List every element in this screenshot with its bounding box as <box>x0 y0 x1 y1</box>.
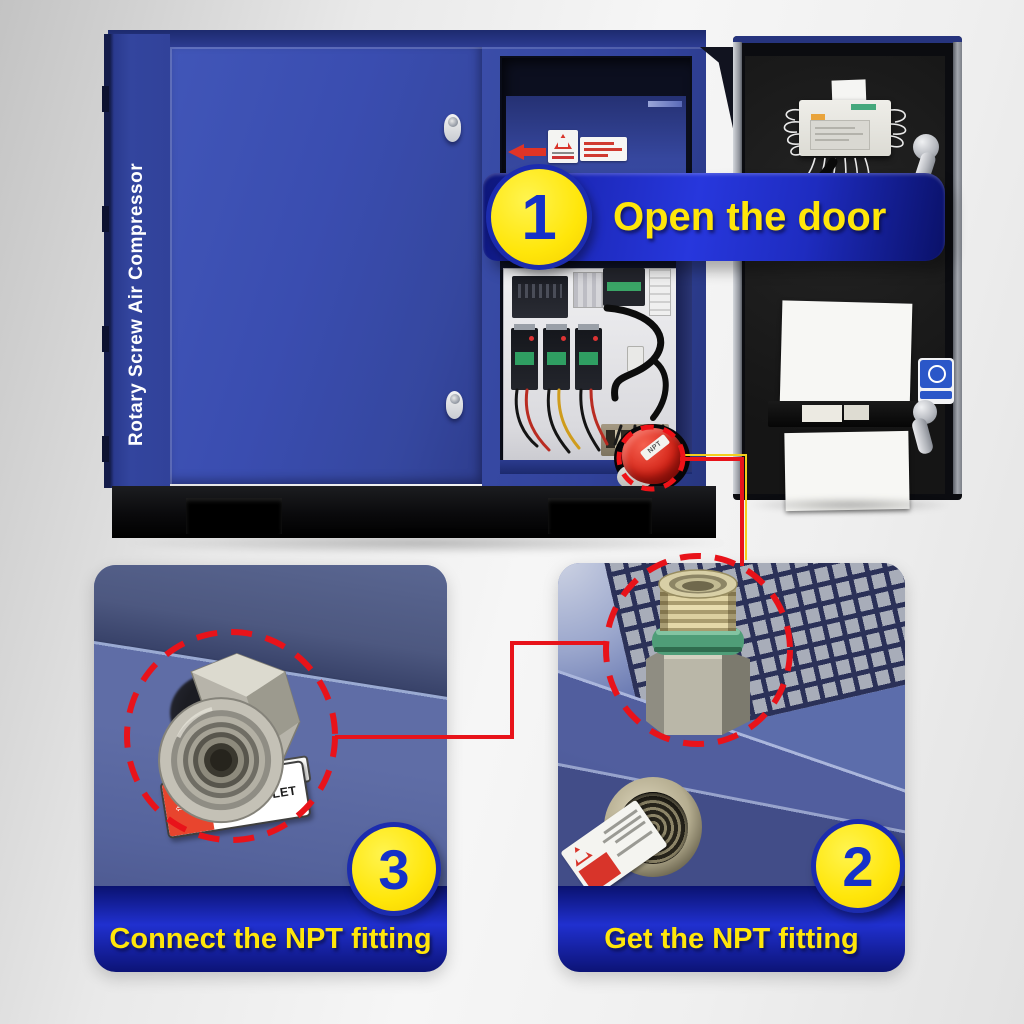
step1-label: Open the door <box>613 194 887 239</box>
step1-circle: 1 <box>486 164 592 270</box>
door-blue-label <box>918 358 954 404</box>
step2-number: 2 <box>842 834 874 898</box>
door-top-edge <box>733 36 962 43</box>
step2-circle: 2 <box>811 819 905 913</box>
warning-sticker-icon <box>548 130 578 163</box>
controller-green-strip <box>851 104 876 110</box>
hinge-icon <box>102 86 109 112</box>
door-controller <box>799 100 891 156</box>
terminal-strip <box>649 268 671 316</box>
forklift-pocket <box>186 498 282 534</box>
hinge-icon <box>102 206 109 232</box>
hinge-icon <box>102 326 109 352</box>
photo-get-fitting: Get the NPT fitting 2 <box>558 563 905 972</box>
contactor <box>511 324 538 390</box>
npt-female-fitting <box>158 652 301 824</box>
cabinet-side-panel <box>104 34 170 488</box>
controller-screen <box>810 120 870 150</box>
contactor <box>543 324 570 390</box>
door-floor-shadow <box>745 497 955 513</box>
door-paper <box>779 300 913 412</box>
relay-block <box>573 272 603 308</box>
transformer <box>512 276 568 318</box>
step3-number: 3 <box>378 837 410 901</box>
hinge-icon <box>102 436 109 462</box>
door-lock-icon <box>446 391 463 419</box>
step3-label: Connect the NPT fitting <box>109 923 432 955</box>
door-frame-edge <box>733 42 742 494</box>
npt-male-fitting <box>646 569 750 735</box>
compartment-inner-wall <box>676 200 692 472</box>
npt-cap: NPT <box>622 428 684 484</box>
step2-label: Get the NPT fitting <box>604 923 859 955</box>
door-frame-edge <box>953 42 962 494</box>
npt-cap-label: NPT <box>639 433 671 462</box>
step3-circle: 3 <box>347 822 441 916</box>
contactor <box>575 324 602 390</box>
cabinet-front-door <box>170 47 482 484</box>
door-lock-icon <box>444 114 461 142</box>
door-strap <box>768 401 920 427</box>
step1-number: 1 <box>521 181 557 253</box>
contactor-block <box>603 268 645 306</box>
door-inner-panel <box>745 56 954 512</box>
forklift-pocket <box>548 498 652 534</box>
cabinet-open-door <box>733 36 962 512</box>
floor-shadow <box>118 532 734 554</box>
left-arrow-icon <box>508 144 548 160</box>
hinge-rod-glint <box>648 101 682 107</box>
controller-orange-chip <box>811 114 825 123</box>
spec-sticker <box>580 137 627 161</box>
photo-connect-fitting: installed ⇦•⇨ AIR OUTLET <box>94 565 447 972</box>
compressor-photo: Rotary Screw Air Compressor <box>102 30 962 554</box>
side-panel-label: Rotary Screw Air Compressor <box>126 162 147 446</box>
cabinet-top-edge <box>108 30 706 47</box>
panel-wires <box>514 304 669 454</box>
